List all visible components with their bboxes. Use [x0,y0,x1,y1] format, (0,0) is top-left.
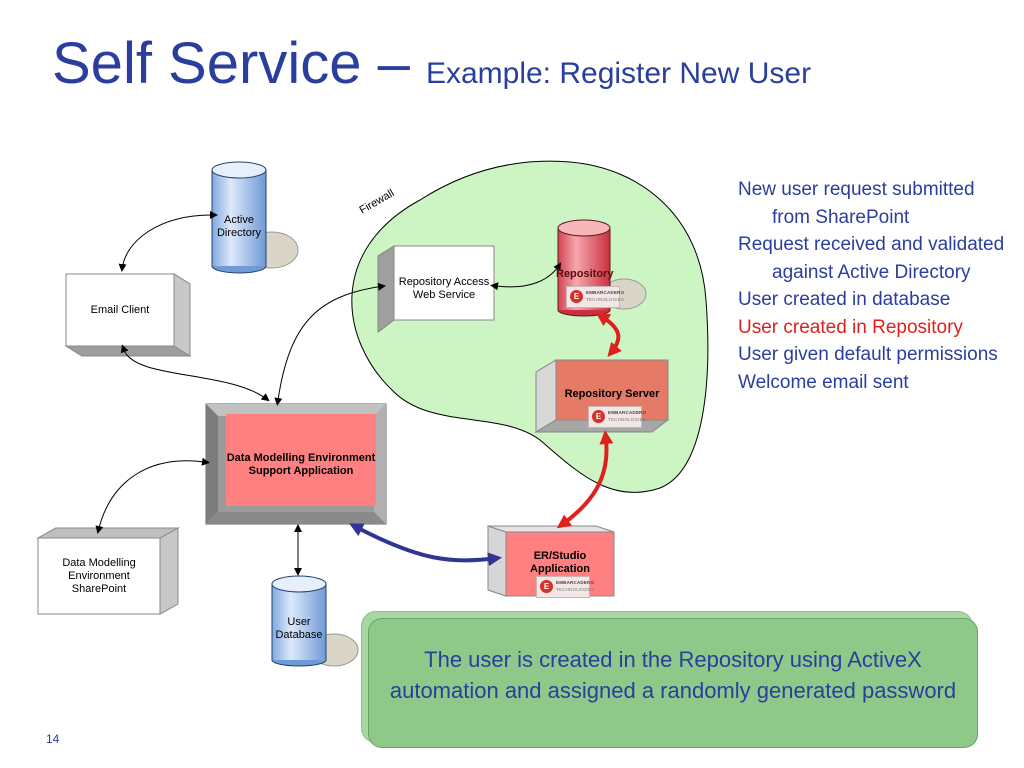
repository-server-label: Repository Server [564,388,660,400]
page-number: 14 [46,732,60,746]
callout-box: The user is created in the Repository us… [368,618,978,748]
sharepoint-label: Data Modelling Environment SharePoint [62,557,136,595]
web-service-box [377,245,495,333]
er-studio-label: ER/Studio Application [530,550,590,575]
logo-line2: TECHNOLOGIES [586,297,625,302]
email-client-label: Email Client [90,304,150,316]
title-subtitle: Example: Register New User [425,57,812,90]
embarcadero-logo: E EMBARCADERO TECHNOLOGIES [536,576,594,598]
embarcadero-logo: E EMBARCADERO TECHNOLOGIES [566,286,624,308]
title-main: Self Service – [52,31,426,96]
firewall-zone [351,160,709,493]
arrow-repository-server [595,312,622,358]
logo-line1: EMBARCADERO [586,290,625,295]
email-client-box [64,273,192,357]
embarcadero-logo: E EMBARCADERO TECHNOLOGIES [588,406,646,428]
step-item-highlighted: User created in Repository [738,316,963,338]
step-item: New user request submitted from SharePoi… [738,179,975,228]
arrow-support-webservice [274,282,386,406]
step-item: User created in database [738,289,951,310]
embarcadero-logo-icon: E [592,410,605,423]
arrow-ad-email [118,211,218,272]
logo-line2: TECHNOLOGIES [608,417,647,422]
support-application-box [205,403,387,525]
arrow-support-sharepoint [95,457,210,534]
user-database-label: User Database [275,616,323,641]
step-item: Request received and validated against A… [738,234,1005,283]
arrow-email-support [120,344,270,402]
arrow-webservice-repository [490,262,562,291]
slide-title: Self Service – Example: Register New Use… [52,30,811,97]
repository-label: Repository [556,268,614,280]
web-service-label: Repository Access Web Service [398,276,490,301]
logo-line1: EMBARCADERO [556,580,595,585]
active-directory-label: Active Directory [216,214,261,239]
embarcadero-logo-icon: E [540,580,553,593]
support-application-label: Data Modelling Environment Support Appli… [226,452,376,477]
logo-line1: EMBARCADERO [608,410,647,415]
step-item: Welcome email sent [738,371,909,393]
firewall-label: Firewall [358,187,397,216]
user-database [271,575,359,667]
callout-text: The user is created in the Repository us… [389,647,957,703]
arrow-support-erstudio [349,523,502,567]
active-directory-database [211,161,299,274]
steps-list: New user request submitted from SharePoi… [738,176,1008,396]
step-item: User given default permissions [738,344,998,365]
logo-line2: TECHNOLOGIES [556,587,595,592]
embarcadero-logo-icon: E [570,290,583,303]
arrow-server-erstudio [556,430,614,529]
